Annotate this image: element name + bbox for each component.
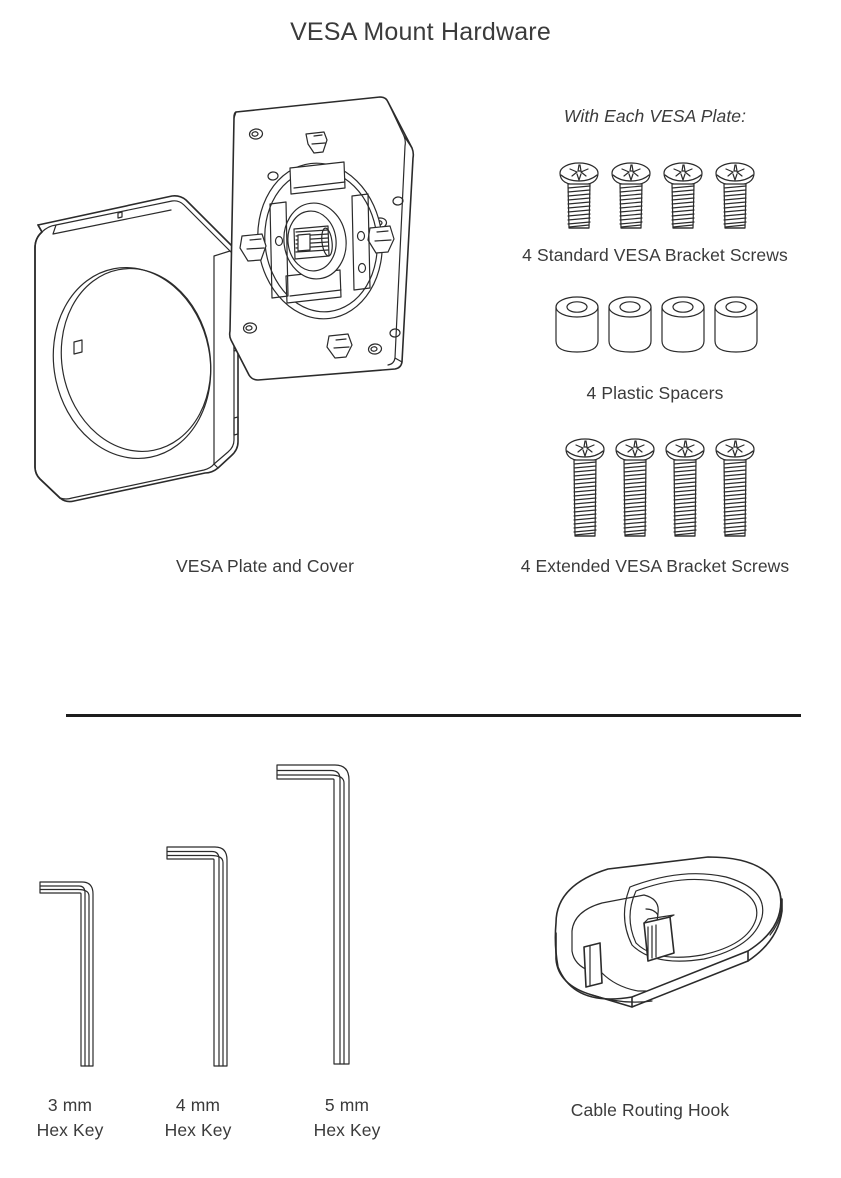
plastic-spacers-label: 4 Plastic Spacers — [586, 383, 724, 403]
page-title: VESA Mount Hardware — [290, 18, 551, 46]
hex-key-5mm-size: 5 mm — [324, 1095, 370, 1115]
hex-key-5mm-label: 5 mm Hex Key — [277, 1093, 417, 1143]
hex-key-3mm-size: 3 mm — [47, 1095, 93, 1115]
plastic-spacers-illustration — [555, 296, 761, 360]
hardware-kit-heading: With Each VESA Plate: — [563, 106, 747, 126]
hex-key-3mm-illustration — [38, 880, 108, 1070]
hex-key-5mm-illustration — [275, 763, 370, 1068]
hex-key-4mm-type: Hex Key — [164, 1119, 232, 1140]
hex-key-4mm-illustration — [165, 845, 245, 1070]
hex-key-4mm-size: 4 mm — [175, 1095, 221, 1115]
cable-routing-hook-illustration — [512, 855, 787, 1025]
hex-key-3mm-label: 3 mm Hex Key — [0, 1093, 140, 1143]
standard-screws-label: 4 Standard VESA Bracket Screws — [522, 245, 788, 265]
vesa-plate-illustration — [228, 96, 418, 381]
extended-screws-illustration — [565, 436, 766, 546]
extended-screws-label: 4 Extended VESA Bracket Screws — [520, 556, 790, 576]
cable-routing-hook-caption: Cable Routing Hook — [570, 1100, 730, 1120]
vesa-plate-cover-caption: VESA Plate and Cover — [175, 556, 355, 576]
hex-key-3mm-type: Hex Key — [36, 1119, 104, 1140]
hex-key-4mm-label: 4 mm Hex Key — [128, 1093, 268, 1143]
hex-key-5mm-type: Hex Key — [313, 1119, 381, 1140]
standard-screws-illustration — [559, 160, 760, 242]
section-divider — [66, 714, 801, 717]
vesa-cover-illustration — [22, 190, 252, 510]
